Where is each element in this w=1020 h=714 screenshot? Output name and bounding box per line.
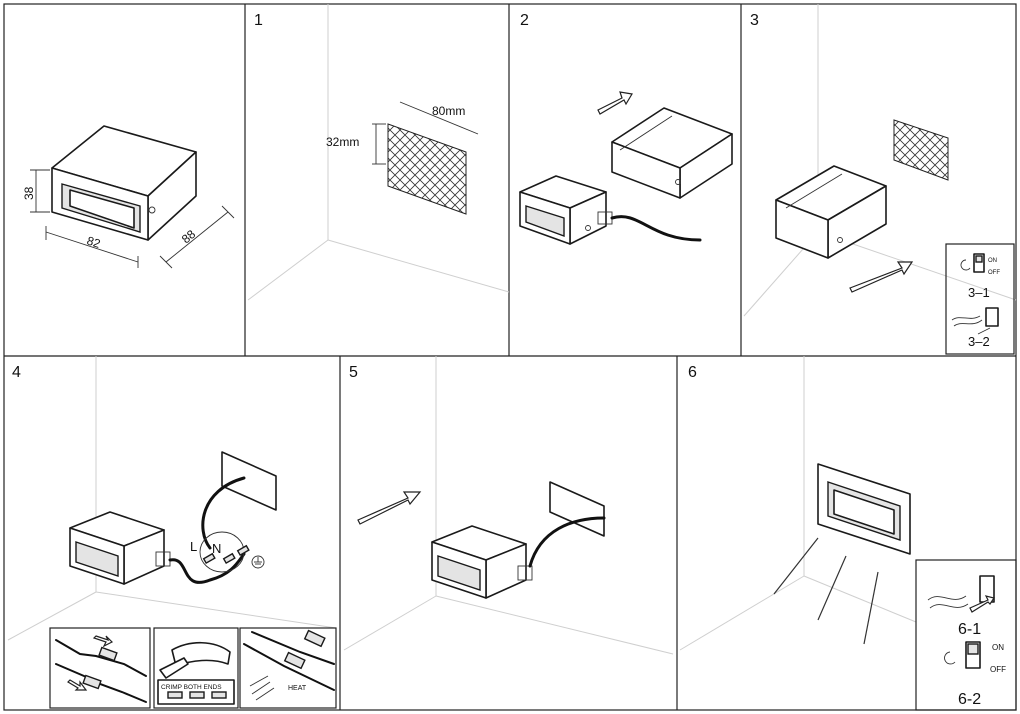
wall-cable: [201, 476, 246, 550]
substep-3-2-label: 3–2: [968, 334, 990, 349]
step-4-number: 4: [12, 364, 21, 381]
wire-live-label: L: [190, 539, 197, 554]
step-6-number: 6: [688, 364, 697, 381]
cutout-width-label: 80mm: [432, 104, 465, 118]
ground-symbol-icon: [251, 555, 265, 569]
dim-width-label: 82: [85, 234, 102, 252]
wall-corner: [247, 4, 510, 301]
step-3-number: 3: [750, 12, 759, 29]
dimensions-panel: 38 82 88: [22, 125, 235, 269]
fixture-body: [519, 175, 613, 245]
step-2-panel: 2: [519, 12, 733, 245]
cutout-dimension-lines: [372, 101, 479, 165]
push-arrow: [849, 261, 914, 293]
wall-corner: [7, 356, 337, 641]
fixture-cable: [610, 215, 702, 242]
dimension-lines: [30, 169, 235, 269]
wall-cutout: [387, 123, 467, 215]
fixture-cable: [528, 516, 606, 568]
fixture-body: [431, 525, 533, 599]
power-on-inset: 6-1 ON OFF 6-2: [915, 559, 1017, 711]
mounting-box: [611, 107, 733, 199]
step-5-panel: 5: [343, 356, 674, 655]
switch-on-label: ON: [988, 258, 997, 264]
fixture-body: [69, 511, 171, 585]
switch-on-label: ON: [992, 643, 1004, 652]
wire-loop: [199, 531, 245, 573]
step-6-panel: 6 6-1 ON OFF 6-2: [679, 356, 1017, 711]
substep-6-1-label: 6-1: [958, 621, 981, 638]
step-2-number: 2: [520, 12, 529, 29]
wire-neutral-label: N: [212, 541, 221, 556]
step-5-number: 5: [349, 364, 358, 381]
step-4-panel: 4 L N: [7, 356, 337, 709]
wiring-inset-twist: [49, 627, 151, 709]
dim-height-label: 38: [22, 186, 36, 200]
panel-grid: [3, 3, 1017, 711]
fixture-product: [51, 125, 197, 241]
switch-off-label: OFF: [988, 270, 1000, 276]
wiring-inset-crimp: CRIMP BOTH ENDS: [153, 627, 239, 709]
push-arrow: [357, 491, 422, 525]
wire-connectors: [202, 544, 250, 565]
step-1-number: 1: [254, 12, 263, 29]
wall-cutout: [549, 481, 605, 537]
cutout-height-label: 32mm: [326, 135, 359, 149]
substep-6-2-label: 6-2: [958, 691, 981, 708]
fixture-cable: [168, 552, 246, 584]
wall-cutout: [221, 451, 277, 511]
heat-label: HEAT: [288, 685, 307, 692]
wiring-inset-heat: HEAT: [239, 627, 337, 709]
mounting-box: [775, 165, 887, 259]
wall-corner: [679, 356, 917, 651]
wall-cutout: [893, 119, 949, 181]
light-rays: [773, 537, 879, 645]
crimp-label: CRIMP BOTH ENDS: [161, 684, 222, 691]
step-1-panel: 1 80mm 32mm: [247, 4, 510, 301]
installed-fixture: [817, 463, 911, 555]
substep-3-1-label: 3–1: [968, 285, 990, 300]
push-arrow: [597, 91, 633, 115]
dim-depth-label: 88: [179, 227, 198, 247]
power-off-inset: ON OFF 3–1 3–2: [945, 243, 1015, 355]
step-3-panel: 3 ON OFF 3–1 3–2: [743, 4, 1017, 355]
switch-off-label: OFF: [990, 665, 1006, 674]
